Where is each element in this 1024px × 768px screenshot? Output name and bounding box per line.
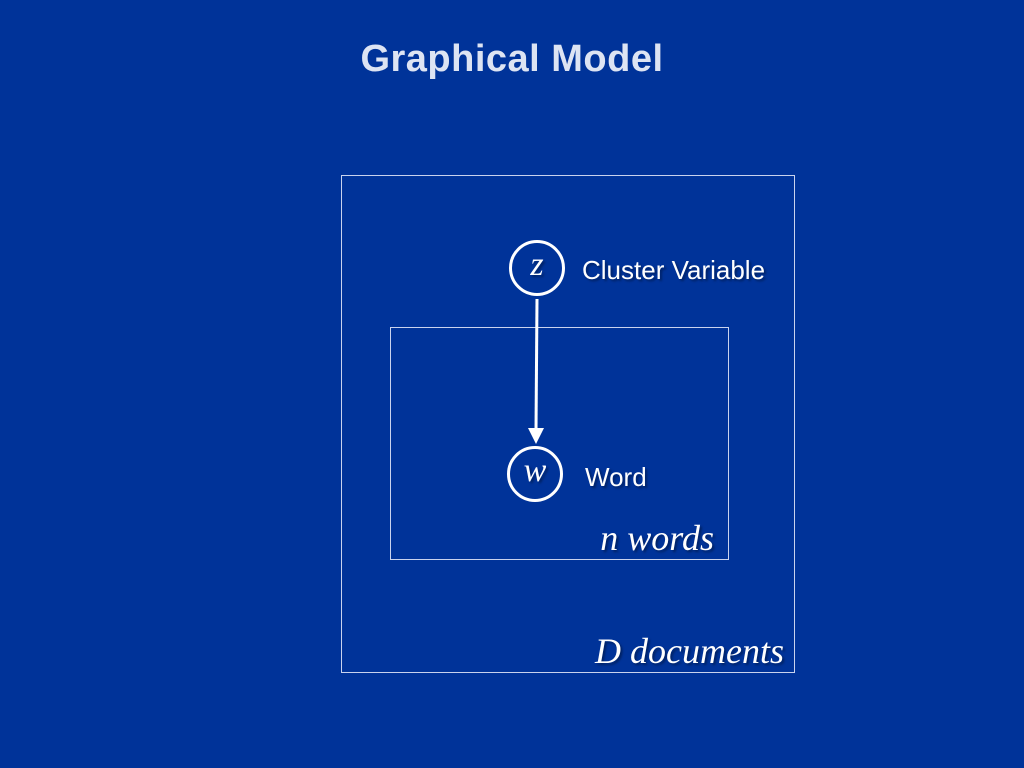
node-w-symbol: w — [523, 452, 547, 489]
slide-title: Graphical Model — [360, 38, 664, 80]
node-z-symbol: z — [530, 246, 544, 283]
plate-label-words: n words — [600, 518, 714, 558]
node-z: z — [509, 240, 565, 296]
node-w-label: Word — [585, 462, 647, 492]
plate-documents: D documents — [341, 175, 795, 673]
plate-words: n words — [390, 327, 729, 560]
plate-label-documents: D documents — [595, 631, 784, 671]
node-w: w — [507, 446, 563, 502]
node-z-label: Cluster Variable — [582, 255, 766, 285]
